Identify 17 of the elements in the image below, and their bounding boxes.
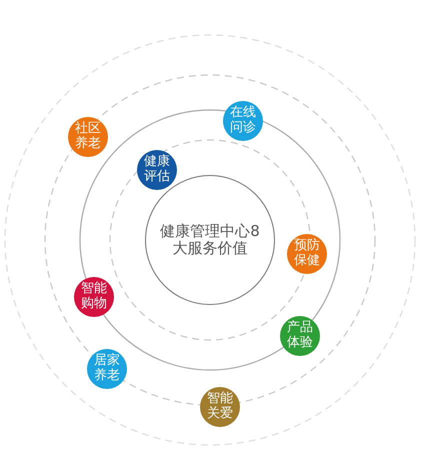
service-circle xyxy=(200,387,240,427)
service-circle xyxy=(68,117,108,157)
service-label: 产品体验 xyxy=(286,321,314,351)
service-label: 智能关爱 xyxy=(206,392,234,422)
service-circle xyxy=(287,234,327,274)
service-label: 健康评估 xyxy=(143,155,171,185)
service-label: 智能购物 xyxy=(80,282,108,312)
service-circle xyxy=(137,150,177,190)
service-circle xyxy=(280,316,320,356)
service-label: 在线问诊 xyxy=(229,106,257,136)
service-circle xyxy=(74,277,114,317)
center-title: 健康管理中心8大服务价值 xyxy=(160,222,260,258)
service-label: 预防保健 xyxy=(293,239,321,269)
service-circle xyxy=(87,349,127,389)
service-circle xyxy=(223,101,263,141)
service-label: 社区养老 xyxy=(74,122,102,152)
service-label: 居家养老 xyxy=(93,354,121,384)
